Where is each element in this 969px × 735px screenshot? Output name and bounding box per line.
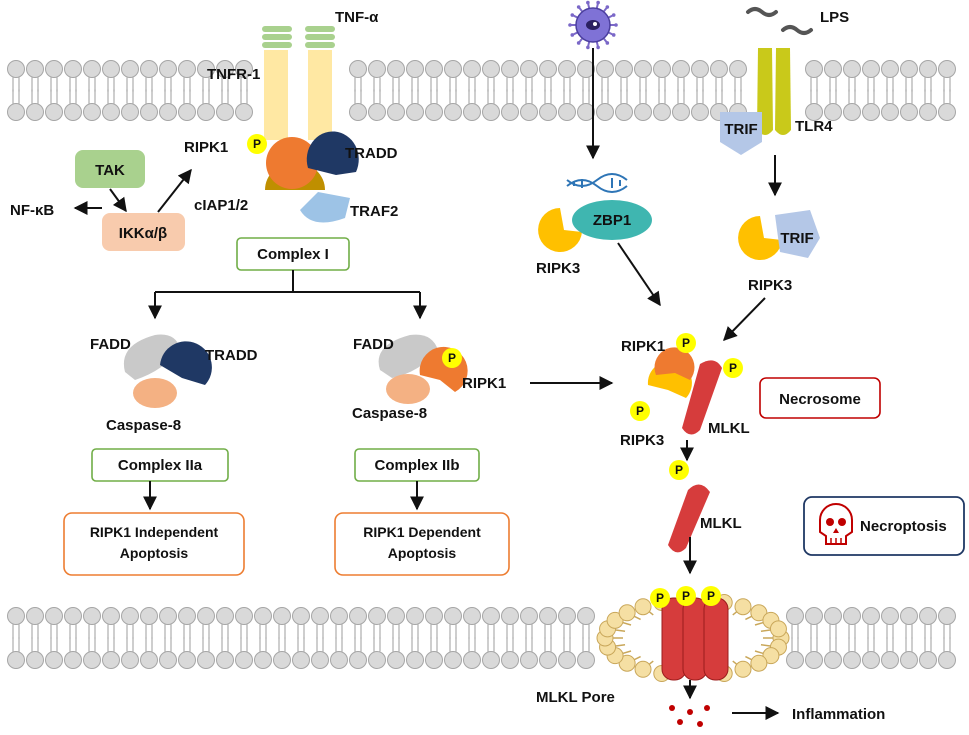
mlkl-pore-proteins	[661, 597, 729, 681]
ripk3-n-label: RIPK3	[620, 432, 664, 449]
apop-indep-line2: Apoptosis	[120, 545, 189, 561]
zbp1-label: ZBP1	[593, 212, 631, 229]
necrosome-label: Necrosome	[779, 391, 861, 408]
dna-icon	[566, 173, 628, 193]
phospho-label: P	[675, 463, 683, 477]
phospho-label: P	[448, 351, 456, 365]
phospho-badge	[676, 586, 696, 606]
zbp1-protein	[572, 200, 652, 240]
ripk3-a-label: RIPK3	[536, 260, 580, 277]
phospho-badge	[701, 586, 721, 606]
phospho-badge	[669, 460, 689, 480]
arrow-ikk-ripk1	[157, 168, 192, 213]
phospho-badge	[650, 588, 670, 608]
ripk1-dependent-apoptosis-box	[334, 512, 510, 576]
mlkl-free-label: MLKL	[700, 515, 742, 532]
mlkl-protein	[668, 484, 710, 553]
tlr4-receptor	[757, 48, 791, 135]
phospho-badge	[723, 358, 743, 378]
caspase8-b-label: Caspase-8	[352, 405, 427, 422]
caspase8-a-label: Caspase-8	[106, 417, 181, 434]
tnfr1-receptor	[262, 26, 335, 140]
mlkl-n-label: MLKL	[708, 420, 750, 437]
apop-dep-line1: RIPK1 Dependent	[363, 524, 481, 540]
caspase8-protein	[386, 374, 430, 404]
phospho-label: P	[636, 404, 644, 418]
ripk1-protein	[266, 137, 318, 189]
ikk-node	[102, 213, 185, 251]
phospho-badge	[630, 401, 650, 421]
complex-iib-label: Complex IIb	[374, 457, 459, 474]
trif2-label: TRIF	[780, 230, 813, 247]
ciap-label: cIAP1/2	[194, 197, 248, 214]
pore-lipid-ring	[596, 593, 790, 683]
inflammation-label: Inflammation	[792, 706, 885, 723]
apop-dep-line2: Apoptosis	[388, 545, 457, 561]
fadd-a-label: FADD	[90, 336, 131, 353]
tradd-protein	[160, 341, 212, 385]
trif-protein	[720, 112, 762, 155]
phospho-label: P	[682, 336, 690, 350]
traf2-label: TRAF2	[350, 203, 398, 220]
ripk1-b-label: RIPK1	[462, 375, 506, 392]
apop-indep-line1: RIPK1 Independent	[90, 524, 219, 540]
nfkb-label: NF-κB	[10, 202, 54, 219]
tlr4-label: TLR4	[795, 118, 833, 135]
complex-iia-label: Complex IIa	[118, 457, 203, 474]
complex-iia-proteins	[123, 334, 212, 408]
fadd-protein	[378, 334, 438, 378]
arrow-tak-ikk	[109, 188, 127, 213]
complex-i-proteins	[265, 131, 359, 223]
complex-iia-box	[91, 448, 229, 482]
branch-arrows	[148, 270, 427, 320]
mlkl-pore-label: MLKL Pore	[536, 689, 615, 706]
ripk1-independent-apoptosis-box	[63, 512, 245, 576]
phospho-badge	[676, 333, 696, 353]
complex-i-label: Complex I	[257, 246, 329, 263]
tnfr1-label: TNFR-1	[207, 66, 260, 83]
tnf-alpha-label: TNF-α	[335, 9, 379, 26]
arrow-zbp1-necrosome	[617, 242, 661, 307]
ripk1-n-label: RIPK1	[621, 338, 665, 355]
phospho-badge	[247, 134, 267, 154]
phospho-label: P	[656, 591, 664, 605]
tradd-top-label: TRADD	[345, 145, 398, 162]
virus-icon	[568, 0, 618, 50]
ripk1-protein	[654, 347, 695, 380]
ripk3-protein	[538, 208, 582, 252]
phospho-label: P	[707, 589, 715, 603]
phospho-label: P	[253, 137, 261, 151]
phospho-badge	[442, 348, 462, 368]
tradd-a-label: TRADD	[205, 347, 258, 364]
tak-label: TAK	[95, 162, 125, 179]
ripk3-b-label: RIPK3	[748, 277, 792, 294]
phospho-label: P	[682, 589, 690, 603]
fadd-protein	[123, 334, 180, 380]
mlkl-protein	[682, 360, 722, 435]
trif-protein	[775, 210, 820, 258]
fadd-b-label: FADD	[353, 336, 394, 353]
necrosome-box	[759, 377, 881, 419]
skull-icon	[819, 503, 853, 545]
lps-icon	[746, 7, 813, 35]
necrosome-complex	[647, 347, 722, 435]
caspase8-protein	[133, 378, 177, 408]
tnf-alpha-ligand	[262, 26, 335, 48]
ikk-label: IKKα/β	[119, 225, 167, 242]
released-content-dots	[669, 705, 710, 727]
traf2-protein	[300, 192, 350, 223]
necroptosis-label: Necroptosis	[860, 518, 947, 535]
ripk1-top-label: RIPK1	[184, 139, 228, 156]
arrow-trif-necrosome	[723, 297, 766, 342]
plasma-membrane-bottom	[7, 607, 956, 669]
tak-node	[75, 150, 145, 188]
phospho-label: P	[729, 361, 737, 375]
plasma-membrane-top	[7, 60, 956, 121]
lps-label: LPS	[820, 9, 849, 26]
tradd-protein	[306, 131, 359, 175]
trif-label: TRIF	[724, 121, 757, 138]
ripk3-protein	[738, 216, 782, 260]
